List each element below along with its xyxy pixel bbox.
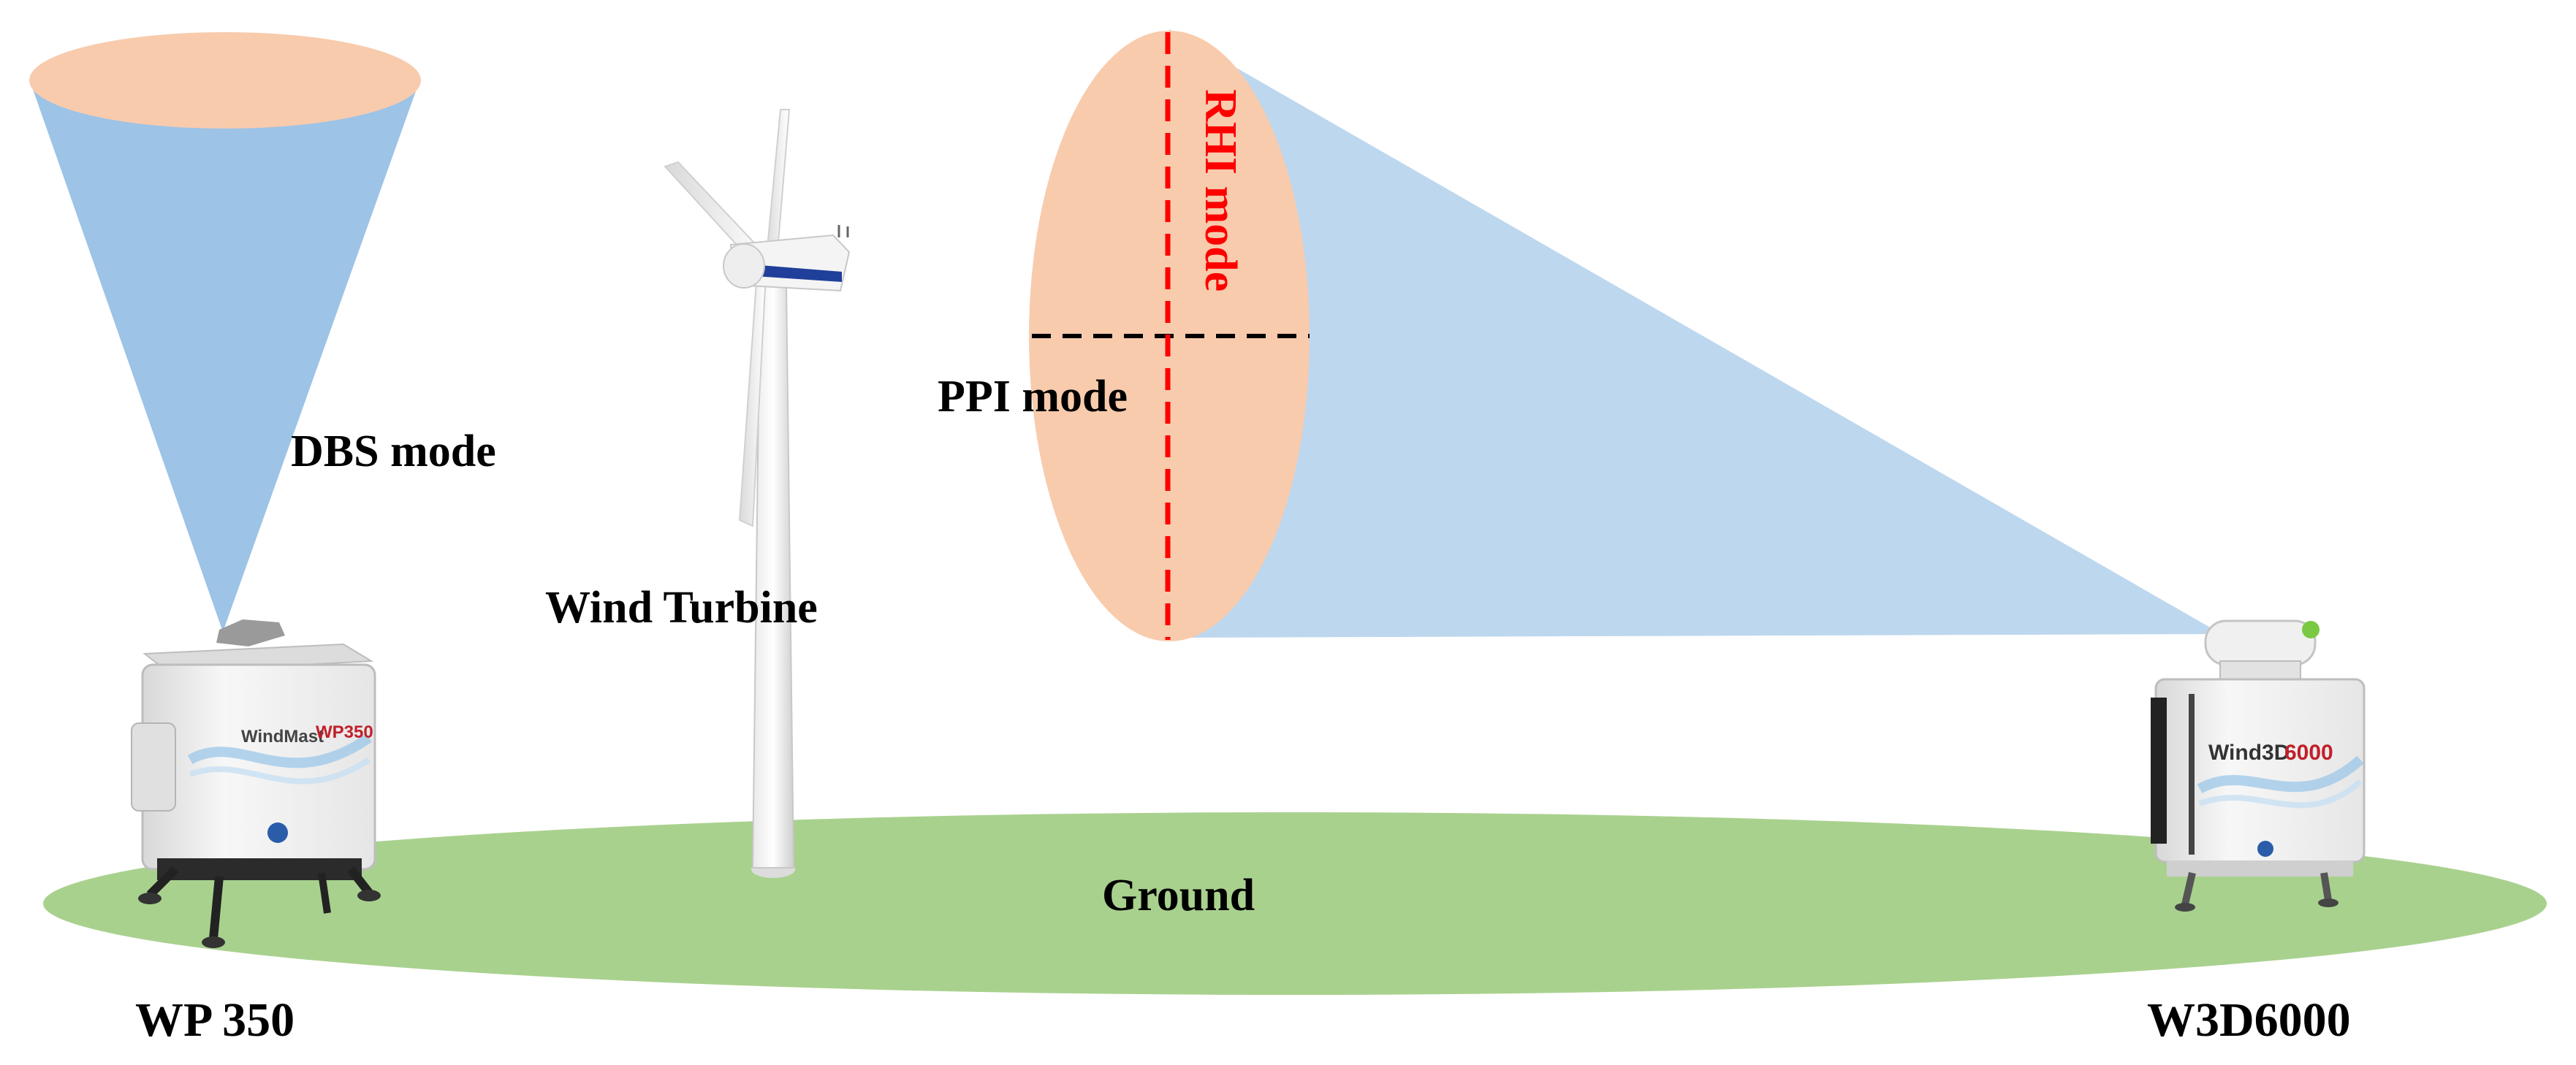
w3d6000-lidar-device: Wind3D 6000 [2151,619,2366,912]
dbs-mode-label: DBS mode [291,427,496,476]
ground-ellipse [43,812,2547,995]
wp350-lidar-device: WindMast WP350 [131,619,381,948]
rhi-mode-label: RHI mode [1196,89,1245,291]
wind-turbine [664,109,851,878]
w3d-logo-icon [2257,841,2273,857]
wp350-brand-text: WindMast [241,727,324,747]
wind-turbine-label: Wind Turbine [545,583,818,633]
w3d-scan-beam [1169,29,2222,638]
wp350-label: WP 350 [135,993,295,1047]
ground-label: Ground [1102,871,1255,920]
scanner-lens-icon [2302,621,2319,638]
w3d-model-text: 6000 [2284,741,2333,765]
w3d6000-label: W3D6000 [2147,993,2351,1047]
wp350-model-text: WP350 [316,722,373,742]
wp350-logo-icon [267,822,288,843]
ppi-mode-label: PPI mode [938,372,1128,421]
w3d-brand-text: Wind3D [2208,741,2290,765]
dbs-scan-cone [29,32,421,632]
